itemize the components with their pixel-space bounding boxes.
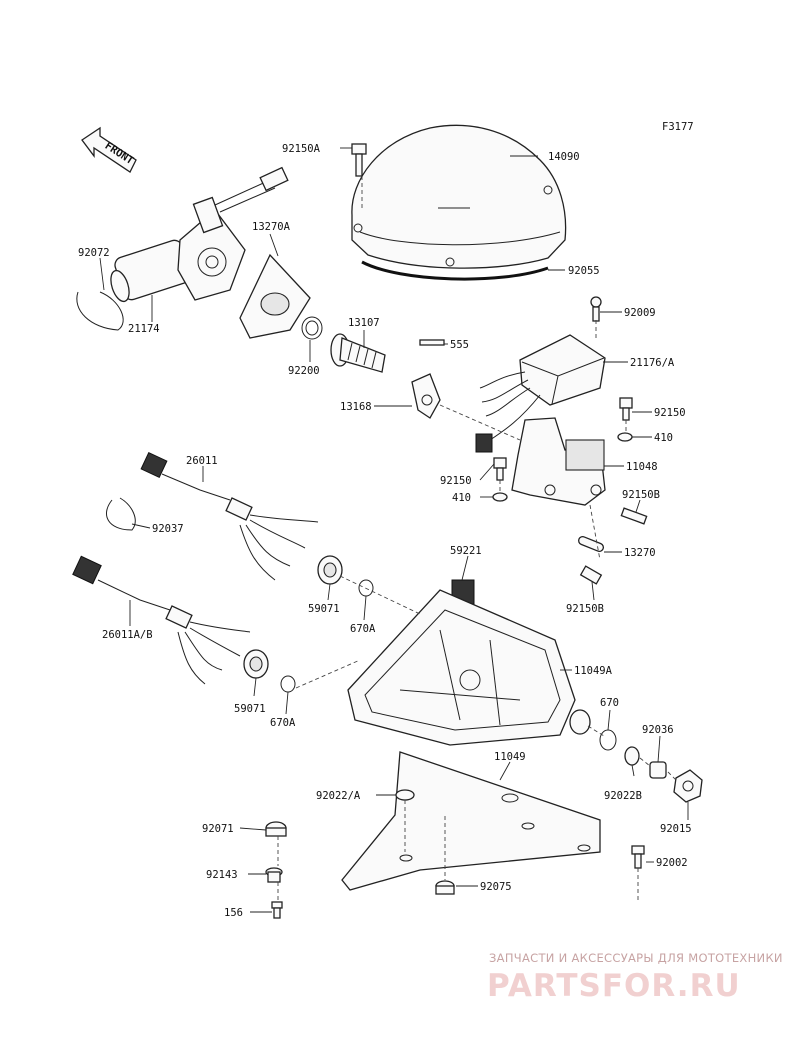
label-13270A: 13270A bbox=[252, 221, 291, 233]
label-92037: 92037 bbox=[152, 523, 184, 535]
collar-92036 bbox=[649, 761, 667, 779]
seal-92055 bbox=[361, 260, 549, 281]
label-14090: 14090 bbox=[548, 151, 580, 163]
watermark-tagline: ЗАПЧАСТИ И АКСЕССУАРЫ ДЛЯ МОТОТЕХНИКИ bbox=[489, 951, 783, 965]
label-92015: 92015 bbox=[660, 823, 692, 835]
label-92075: 92075 bbox=[480, 881, 512, 893]
plate-11049 bbox=[341, 751, 601, 891]
label-11049A: 11049A bbox=[574, 665, 613, 677]
label-92002: 92002 bbox=[656, 857, 688, 869]
label-11048: 11048 bbox=[626, 461, 658, 473]
grommet-59071-lower bbox=[243, 649, 269, 679]
label-670A-upper: 670A bbox=[350, 623, 376, 635]
unit-21176 bbox=[475, 334, 606, 453]
oring-670 bbox=[599, 729, 617, 751]
screw-156 bbox=[271, 901, 283, 919]
assembly-dashed-lines bbox=[277, 176, 677, 902]
harness-26011 bbox=[140, 451, 319, 581]
parts-drawing bbox=[72, 124, 703, 919]
label-59221: 59221 bbox=[450, 545, 482, 557]
leader-lines bbox=[99, 147, 689, 913]
label-92150B-lower: 92150B bbox=[566, 603, 604, 615]
label-13107: 13107 bbox=[348, 317, 380, 329]
washer-410-lower bbox=[492, 492, 508, 502]
label-156: 156 bbox=[224, 907, 243, 919]
shaft-13107 bbox=[330, 333, 386, 373]
bolt-92150-lower bbox=[493, 457, 507, 481]
motor-21174 bbox=[110, 166, 289, 303]
label-92036: 92036 bbox=[642, 724, 674, 736]
label-92150B-right: 92150B bbox=[622, 489, 660, 501]
collar-92143 bbox=[265, 867, 283, 883]
strap-92037 bbox=[106, 497, 136, 531]
label-13270: 13270 bbox=[624, 547, 656, 559]
damper-92075 bbox=[435, 880, 455, 895]
label-92022A: 92022/A bbox=[316, 790, 361, 802]
plate-13270A bbox=[239, 253, 311, 339]
harness-26011AB bbox=[72, 555, 251, 685]
pin-555 bbox=[419, 339, 445, 346]
bolt-92150A bbox=[351, 143, 367, 177]
label-26011: 26011 bbox=[186, 455, 218, 467]
label-670: 670 bbox=[600, 697, 619, 709]
cover-14090 bbox=[351, 124, 567, 269]
label-92143: 92143 bbox=[206, 869, 238, 881]
diagram-code: F3177 bbox=[662, 121, 694, 133]
label-92150A: 92150A bbox=[282, 143, 321, 155]
label-59071-lower: 59071 bbox=[234, 703, 266, 715]
front-arrow bbox=[81, 126, 137, 173]
label-92022B: 92022B bbox=[604, 790, 642, 802]
bolt-92150B-lower bbox=[579, 565, 603, 585]
bolt-92002 bbox=[631, 845, 645, 869]
link-13270 bbox=[578, 535, 604, 553]
watermark-logo: PARTSFOR.RU bbox=[487, 968, 741, 1004]
label-670A-lower: 670A bbox=[270, 717, 296, 729]
label-410-upper: 410 bbox=[654, 432, 673, 444]
label-13168: 13168 bbox=[340, 401, 372, 413]
label-21176A: 21176/A bbox=[630, 357, 675, 369]
label-92200: 92200 bbox=[288, 365, 320, 377]
bolt-92150B-right bbox=[620, 507, 648, 525]
lever-13168 bbox=[411, 373, 441, 419]
label-92009: 92009 bbox=[624, 307, 656, 319]
damper-92071 bbox=[265, 821, 287, 837]
watermark: ЗАПЧАСТИ И АКСЕССУАРЫ ДЛЯ МОТОТЕХНИКИ PA… bbox=[487, 951, 783, 1004]
nut-92015 bbox=[673, 769, 703, 803]
bracket-11048 bbox=[511, 417, 606, 506]
label-92150-upper: 92150 bbox=[654, 407, 686, 419]
washer-92022B bbox=[624, 746, 640, 766]
washer-92022A bbox=[395, 789, 415, 801]
grommet-59071-upper bbox=[317, 555, 343, 585]
label-92072: 92072 bbox=[78, 247, 110, 259]
label-410-lower: 410 bbox=[452, 492, 471, 504]
washer-410-upper bbox=[617, 432, 633, 442]
label-555: 555 bbox=[450, 339, 469, 351]
oring-92200 bbox=[301, 316, 323, 340]
strap-92072 bbox=[76, 291, 124, 331]
bolt-92150-upper bbox=[619, 397, 633, 421]
label-92055: 92055 bbox=[568, 265, 600, 277]
label-92071: 92071 bbox=[202, 823, 234, 835]
label-59071-upper: 59071 bbox=[308, 603, 340, 615]
oring-670A-lower bbox=[280, 675, 296, 693]
label-21174: 21174 bbox=[128, 323, 160, 335]
housing-11049A bbox=[347, 589, 591, 746]
screw-92009 bbox=[590, 296, 602, 322]
label-26011AB: 26011A/B bbox=[102, 629, 153, 641]
label-92150-lower: 92150 bbox=[440, 475, 472, 487]
label-11049: 11049 bbox=[494, 751, 526, 763]
